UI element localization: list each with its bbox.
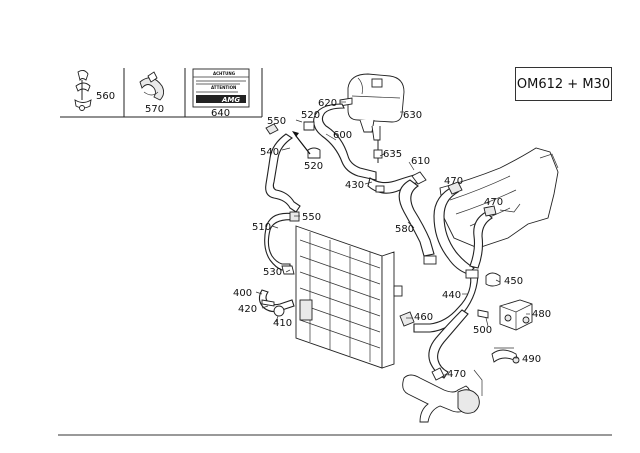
hose-580 bbox=[398, 179, 435, 257]
part-label-530: 530 bbox=[263, 267, 282, 278]
expansion-tank bbox=[339, 73, 405, 163]
clamp-460 bbox=[399, 311, 415, 327]
part-label-470-low: 470 bbox=[447, 369, 466, 380]
water-pump bbox=[402, 367, 483, 423]
cap-520 bbox=[307, 147, 321, 159]
hose-470-upper bbox=[433, 185, 475, 275]
bolt-500 bbox=[477, 309, 489, 319]
leader-lines bbox=[255, 101, 530, 379]
part-label-480: 480 bbox=[532, 309, 551, 320]
part-label-500: 500 bbox=[473, 325, 492, 336]
hose-470-lower bbox=[428, 309, 469, 379]
hose-440 bbox=[413, 271, 479, 333]
clamp-490 bbox=[491, 347, 520, 364]
part-label-580: 580 bbox=[395, 224, 414, 235]
clamp-470-mid bbox=[483, 205, 497, 217]
part-label-610: 610 bbox=[411, 156, 430, 167]
clamp-550-upper bbox=[265, 123, 279, 135]
sticker-line-achtung: ACHTUNG bbox=[213, 71, 235, 76]
part-label-635: 635 bbox=[383, 149, 402, 160]
engine-variant-label: OM612 + M30 bbox=[515, 67, 612, 101]
part-label-550-mid: 550 bbox=[302, 212, 321, 223]
part-label-520-mid: 520 bbox=[304, 161, 323, 172]
part-label-490: 490 bbox=[522, 354, 541, 365]
part-label-600: 600 bbox=[333, 130, 352, 141]
part-label-630: 630 bbox=[403, 110, 422, 121]
hose-400 bbox=[258, 289, 295, 313]
part-label-550-top: 550 bbox=[267, 116, 286, 127]
hose-530 bbox=[281, 265, 295, 275]
warning-sticker: ACHTUNG ATTENTION AMG bbox=[192, 68, 250, 108]
part-label-400: 400 bbox=[233, 288, 252, 299]
sticker-amg-logo: AMG bbox=[221, 96, 240, 104]
part-label-430: 430 bbox=[345, 180, 364, 191]
sticker-line-attention: ATTENTION bbox=[211, 85, 236, 90]
clamp-470-upper bbox=[447, 181, 463, 195]
part-label-570: 570 bbox=[145, 104, 164, 115]
part-label-520-top: 520 bbox=[301, 110, 320, 121]
part-label-620: 620 bbox=[318, 98, 337, 109]
part-label-540: 540 bbox=[260, 147, 279, 158]
part-label-460: 460 bbox=[414, 312, 433, 323]
arrow-icon bbox=[295, 135, 311, 155]
part-label-560: 560 bbox=[96, 91, 115, 102]
pipe-420 bbox=[261, 299, 275, 307]
clamp-550-lower bbox=[289, 211, 300, 222]
hose-470-mid bbox=[469, 211, 493, 269]
part-label-470-mid: 470 bbox=[484, 197, 503, 208]
part-label-510: 510 bbox=[252, 222, 271, 233]
radiator bbox=[295, 225, 403, 369]
part-label-470-top: 470 bbox=[444, 176, 463, 187]
accessory-strip bbox=[60, 68, 263, 118]
part-label-450: 450 bbox=[504, 276, 523, 287]
hose-clip-icon bbox=[74, 69, 92, 111]
fitting-520 bbox=[303, 121, 315, 131]
pipe-540 bbox=[265, 133, 301, 213]
sensor-450 bbox=[485, 272, 501, 287]
fitting-610 bbox=[411, 171, 427, 185]
bracket-480 bbox=[499, 299, 533, 331]
part-label-420: 420 bbox=[238, 304, 257, 315]
plug-410 bbox=[273, 305, 285, 317]
hose-clamp-icon bbox=[139, 71, 165, 101]
part-label-440: 440 bbox=[442, 290, 461, 301]
part-label-640: 640 bbox=[211, 108, 230, 119]
part-label-410: 410 bbox=[273, 318, 292, 329]
